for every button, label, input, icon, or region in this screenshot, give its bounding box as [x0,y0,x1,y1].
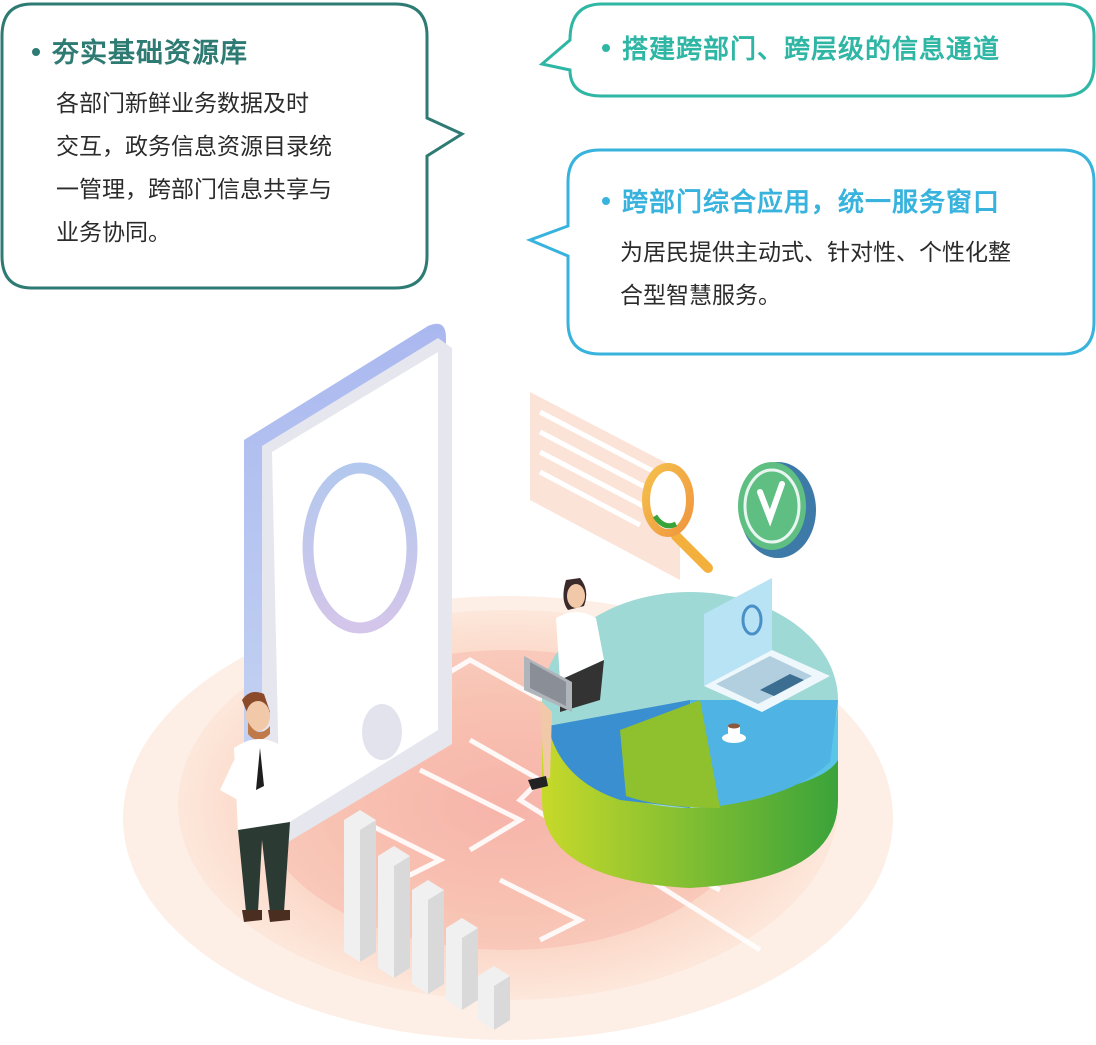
pie-slice-green [620,700,720,808]
woman-figure [524,578,604,790]
left-body-line: 业务协同。 [56,220,171,246]
bar-pillar [378,846,410,978]
mid-body-line: 为居民提供主动式、针对性、个性化整 [620,240,1011,266]
left-body-line: 交互，政务信息资源目录统 [56,134,332,160]
left-body-line: 一管理，跨部门信息共享与 [56,177,332,203]
bar-pillar [344,810,376,962]
left-bubble-body: 各部门新鲜业务数据及时 交互，政务信息资源目录统 一管理，跨部门信息共享与 业务… [56,83,332,255]
man-figure [220,692,330,922]
top-right-bubble-title: 搭建跨部门、跨层级的信息通道 [602,37,1000,63]
bar-pillar [446,918,478,1010]
mid-body-line: 合型智慧服务。 [620,283,781,309]
left-bubble-frame [0,2,466,290]
bar-pillar [478,966,510,1030]
tablet-screen-icon [244,323,452,848]
magnifier-icon [642,463,713,573]
pie-chart-icon [542,592,838,888]
checkmark-badge-icon [738,462,816,558]
bullet-dot-icon [602,196,610,205]
bullet-dot-icon [32,47,40,56]
bullet-dot-icon [602,43,610,52]
mid-right-bubble-body: 为居民提供主动式、针对性、个性化整 合型智慧服务。 [620,232,1011,318]
left-bubble-title: 夯实基础资源库 [32,40,248,67]
left-body-line: 各部门新鲜业务数据及时 [56,91,309,117]
top-right-bubble-frame [538,2,1096,98]
coffee-cup-icon [722,723,746,743]
mid-right-bubble-title: 跨部门综合应用，统一服务窗口 [602,190,1000,216]
laptop-icon [704,578,830,712]
pie-slice-sky [690,700,838,808]
mid-right-bubble-frame [525,148,1096,356]
bar-chart-icon [344,810,510,1030]
bar-pillar [412,880,444,994]
